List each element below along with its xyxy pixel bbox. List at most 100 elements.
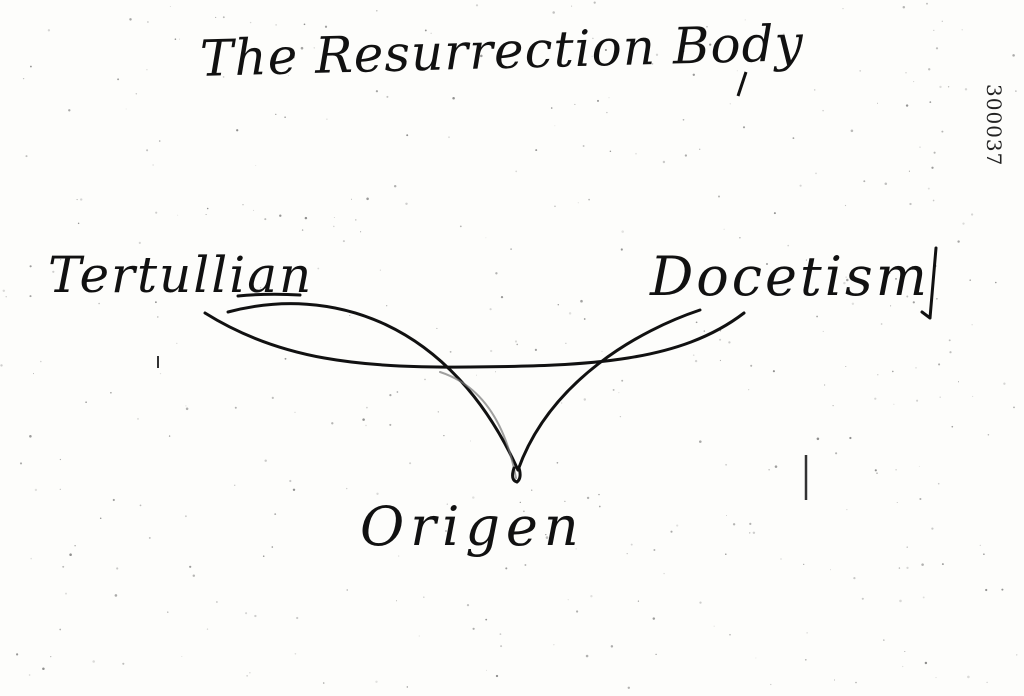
paper-speck <box>76 199 78 201</box>
node-label-origen: Origen <box>360 495 585 558</box>
paper-speck <box>396 391 399 393</box>
paper-speck <box>957 381 960 383</box>
paper-speck <box>138 241 141 244</box>
paper-speck <box>627 686 630 689</box>
paper-speck <box>585 654 589 658</box>
paper-speck <box>987 434 990 436</box>
paper-speck <box>531 489 533 491</box>
paper-speck <box>742 126 746 129</box>
paper-speck <box>47 29 51 32</box>
paper-speck <box>592 37 594 40</box>
paper-speck <box>386 305 388 307</box>
paper-speck <box>804 658 807 661</box>
paper-speck <box>430 32 432 34</box>
paper-speck <box>255 165 257 167</box>
paper-speck <box>787 244 790 247</box>
paper-speck <box>744 19 746 21</box>
paper-speck <box>65 592 67 595</box>
paper-speck <box>849 436 852 440</box>
paper-speck <box>245 612 248 615</box>
paper-speck <box>264 218 267 221</box>
paper-speck <box>326 118 328 120</box>
paper-speck <box>725 553 727 556</box>
paper-speck <box>676 524 679 527</box>
paper-speck <box>843 281 846 285</box>
paper-speck <box>445 530 447 532</box>
paper-speck <box>185 405 187 407</box>
paper-speck <box>99 517 102 519</box>
paper-speck <box>935 47 939 50</box>
paper-speck <box>912 301 915 304</box>
paper-speck <box>393 184 397 188</box>
paper-speck <box>294 653 297 655</box>
paper-speck <box>736 70 738 72</box>
paper-speck <box>157 316 159 318</box>
paper-speck <box>485 237 487 239</box>
paper-speck <box>490 349 493 353</box>
paper-speck <box>29 265 32 268</box>
paper-speck <box>500 645 503 648</box>
paper-speck <box>289 479 292 483</box>
paper-speck <box>874 397 877 400</box>
paper-speck <box>652 617 656 620</box>
paper-speck <box>845 366 847 368</box>
paper-speck <box>284 357 287 360</box>
paper-speck <box>941 563 944 566</box>
paper-speck <box>586 496 590 500</box>
paper-speck <box>349 314 351 317</box>
paper-speck <box>167 611 169 613</box>
paper-speck <box>495 674 499 678</box>
paper-speck <box>515 170 518 173</box>
paper-speck <box>916 399 919 402</box>
paper-speck <box>902 6 906 9</box>
paper-speck <box>80 198 83 201</box>
paper-speck <box>755 657 757 659</box>
paper-speck <box>505 567 508 570</box>
node-label-docetism: Docetism <box>650 245 930 308</box>
paper-speck <box>322 682 325 684</box>
paper-speck <box>236 129 239 132</box>
paper-speck <box>683 50 685 52</box>
paper-speck <box>262 555 265 557</box>
paper-speck <box>33 373 34 375</box>
paper-speck <box>695 321 698 324</box>
paper-speck <box>749 522 752 526</box>
paper-speck <box>418 635 420 637</box>
paper-speck <box>610 645 614 648</box>
paper-speck <box>155 301 157 304</box>
paper-speck <box>962 222 965 225</box>
docetism-to-origen-stroke <box>516 308 702 472</box>
paper-speck <box>898 567 901 569</box>
paper-speck <box>939 85 942 89</box>
paper-speck <box>941 130 944 133</box>
paper-speck <box>185 407 189 411</box>
paper-speck <box>300 46 304 50</box>
paper-speck <box>155 211 158 214</box>
paper-speck <box>725 463 728 466</box>
paper-speck <box>845 276 847 278</box>
paper-speck <box>947 86 950 88</box>
paper-speck <box>893 403 895 405</box>
paper-speck <box>574 103 576 105</box>
paper-speck <box>725 515 727 516</box>
paper-speck <box>876 472 878 475</box>
paper-speck <box>590 595 593 598</box>
paper-speck <box>918 465 920 467</box>
paper-speck <box>396 600 398 602</box>
paper-speck <box>700 32 702 34</box>
paper-speck <box>475 4 479 7</box>
paper-speck <box>234 406 237 409</box>
paper-speck <box>30 557 32 560</box>
paper-speck <box>717 195 721 198</box>
page-title: The Resurrection Body <box>199 14 805 88</box>
paper-speck <box>729 103 731 105</box>
paper-speck <box>376 492 379 495</box>
paper-speck <box>50 655 52 658</box>
paper-speck <box>709 43 712 46</box>
paper-speck <box>516 343 519 346</box>
paper-speck <box>699 601 702 604</box>
paper-speck <box>253 209 255 211</box>
paper-speck <box>246 675 248 677</box>
paper-speck <box>1003 382 1006 385</box>
